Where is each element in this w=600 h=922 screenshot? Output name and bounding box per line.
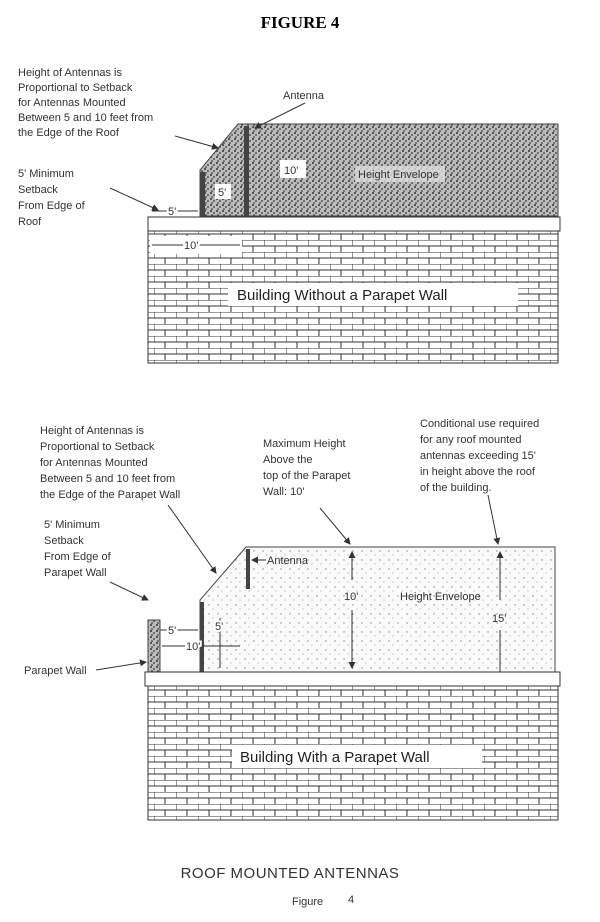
top-dim-5-height: 5' (218, 187, 226, 199)
bottom-envelope-label: Height Envelope (400, 591, 481, 603)
top-antenna-short (200, 172, 205, 216)
bottom-roof-slab (144, 671, 561, 687)
bottom-height-envelope (199, 546, 556, 673)
top-building-label: Building Without a Parapet Wall (237, 287, 447, 304)
top-note-setback: 5' Minimum Setback From Edge of Roof (18, 168, 88, 228)
top-roof-slab (147, 216, 561, 232)
parapet-wall (147, 619, 161, 673)
caption: ROOF MOUNTED ANTENNAS (181, 865, 400, 882)
top-dim-10-setback: 10' (184, 240, 198, 252)
caption-sub: Figure (292, 896, 323, 908)
bottom-note-conditional: Conditional use required for any roof mo… (420, 418, 542, 494)
top-dim-10-height: 10' (284, 165, 298, 177)
parapet-label: Parapet Wall (24, 665, 87, 677)
bottom-antenna-short (200, 602, 204, 672)
bottom-note-max-height: Maximum Height Above the top of the Para… (263, 438, 354, 498)
top-antenna-label: Antenna (283, 90, 325, 102)
bottom-dim-10-height: 10' (344, 591, 358, 603)
bottom-note-proportional: Height of Antennas is Proportional to Se… (40, 425, 180, 501)
top-diagram: Height of Antennas is Proportional to Se… (18, 67, 561, 364)
caption-number: 4 (348, 894, 354, 906)
bottom-antenna-label: Antenna (267, 555, 309, 567)
top-antenna-tall (244, 126, 249, 216)
bottom-dim-5-setback: 5' (168, 625, 176, 637)
bottom-building (147, 685, 559, 821)
bottom-diagram: Height of Antennas is Proportional to Se… (24, 418, 561, 821)
bottom-note-setback: 5' Minimum Setback From Edge of Parapet … (44, 519, 114, 579)
top-envelope-label: Height Envelope (358, 169, 439, 181)
bottom-antenna-tall (246, 549, 250, 589)
figure-title: FIGURE 4 (261, 13, 340, 32)
bottom-dim-15-height: 15' (492, 613, 506, 625)
top-dim-5-setback: 5' (168, 206, 176, 218)
bottom-dim-5-height: 5' (215, 621, 223, 633)
bottom-dim-10-setback: 10' (186, 641, 200, 653)
bottom-building-label: Building With a Parapet Wall (240, 749, 430, 766)
top-note-proportional: Height of Antennas is Proportional to Se… (18, 67, 156, 139)
